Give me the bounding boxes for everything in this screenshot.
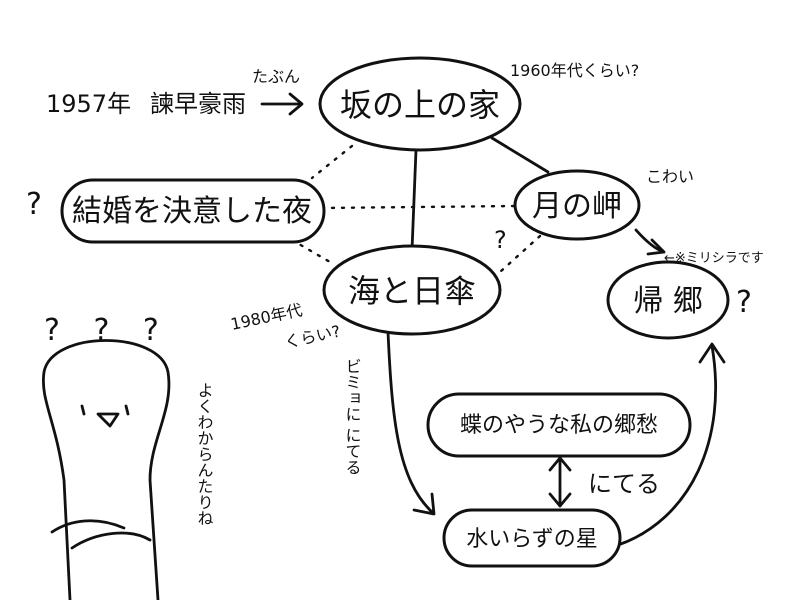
person-eye-right [124,404,130,416]
node-homecoming-label: 帰 郷 [633,284,703,319]
question-person: ? ? ? [44,313,171,348]
arrow-nostalgia-star [548,456,572,508]
note-person-comment: よくわからんたりね [195,382,214,526]
arrow-moon-homecoming [634,228,666,256]
note-year-1957: 1957年 [46,90,131,118]
person-eye-left [80,404,86,416]
node-star-label: 水いらずの星 [466,527,598,552]
note-niteru: にてる [588,470,660,498]
node-sea-label: 海と日傘 [348,272,476,310]
person-mouth [96,412,120,428]
arrow-sea-star [386,330,436,516]
note-kowai: こわい [646,167,694,186]
link-moon-sea [498,234,542,274]
node-star: 水いらずの星 [442,508,622,568]
arrow-isahaya-house [260,92,304,116]
confused-person [41,339,171,600]
arrow-star-homecoming [616,342,726,547]
question-homecoming: ? [736,285,752,320]
note-circa-1980s-l2: くらい? [283,322,342,352]
note-bimi-nitel: ビミョに にてる [343,358,362,475]
link-house-moon [490,136,550,174]
node-nostalgia-label: 蝶のやうな私の郷愁 [460,413,658,438]
note-circa-1980s-l1: 1980年代 [229,300,304,334]
connectors [260,92,726,547]
node-house: 坂の上の家 [318,56,522,152]
link-night-sea [290,238,332,264]
note-isahaya: 諫早豪雨 [150,90,246,118]
question-night: ? [26,187,42,222]
node-house-label: 坂の上の家 [340,86,500,124]
node-sea: 海と日傘 [322,244,502,336]
link-house-sea [410,148,418,252]
note-tabun: たぶん [252,67,300,86]
node-homecoming: 帰 郷 [606,260,730,340]
node-moon-label: 月の岬 [532,189,622,224]
node-night: 結婚を決意した夜 [60,178,326,244]
note-circa-1960s: 1960年代くらい? [510,61,639,80]
node-night-label: 結婚を決意した夜 [72,194,312,229]
question-dotted: ? [494,226,507,254]
node-moon: 月の岬 [513,169,641,241]
note-mirishira: ←※ミリシラです [664,251,764,266]
node-nostalgia: 蝶のやうな私の郷愁 [426,392,692,458]
person-arms [50,519,152,550]
link-night-moon [320,204,518,210]
link-house-night [310,144,354,180]
